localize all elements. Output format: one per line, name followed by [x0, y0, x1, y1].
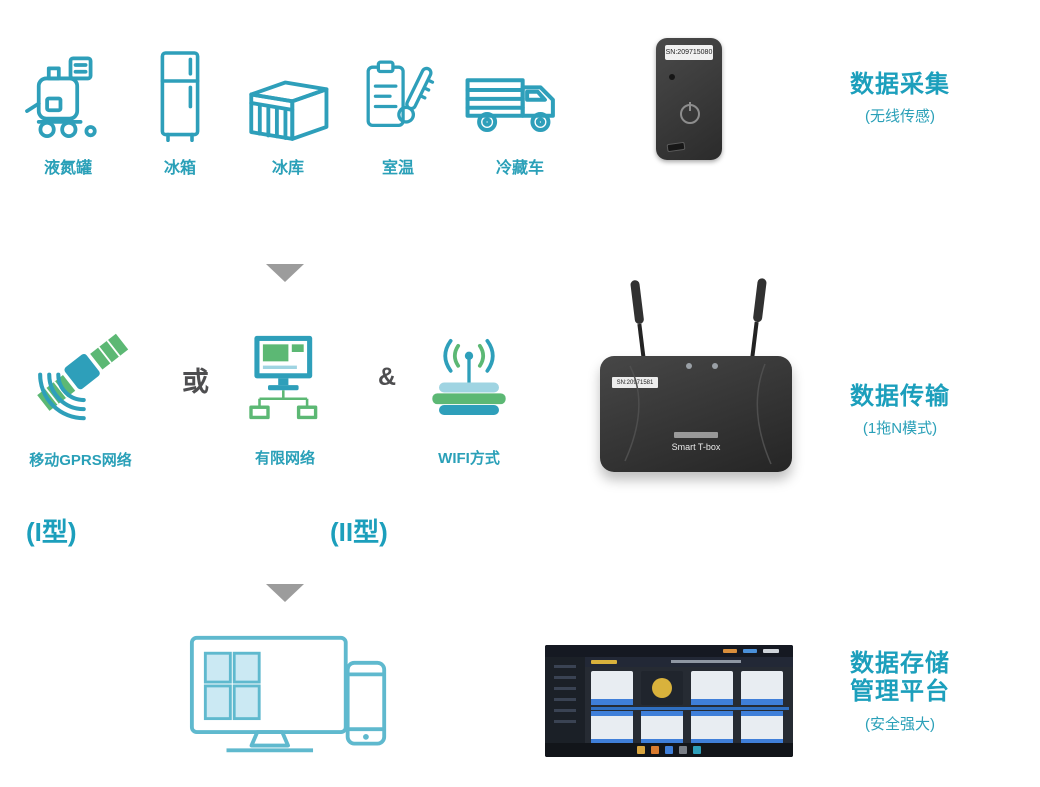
subbar-chip — [591, 660, 617, 664]
tbox-body — [600, 356, 792, 472]
asset-cold-storage: 冰库 — [228, 42, 348, 178]
satellite-icon — [18, 318, 143, 449]
asset-label: 冰库 — [271, 160, 304, 177]
logo-disc — [652, 678, 672, 698]
blue-divider — [591, 707, 789, 710]
transmit-heading-block: 数据传输 (1拖N模式) — [820, 376, 980, 438]
wifi-item: WIFI方式 — [418, 328, 520, 468]
device-sn-sticker: SN:209715080 — [665, 45, 713, 60]
storage-subheading: (安全强大) — [865, 715, 935, 733]
asset-label: 液氮罐 — [43, 160, 92, 177]
led-indicator — [712, 363, 718, 369]
wifi-label: WIFI方式 — [438, 450, 500, 467]
dashboard-card — [591, 711, 633, 745]
down-arrow-icon — [266, 584, 304, 602]
type2-label: (II型) — [330, 517, 388, 547]
dashboard-card — [741, 671, 783, 705]
wireless-sensor-device: SN:209715080 — [656, 38, 722, 160]
gprs-network-label: 移动GPRS网络 — [29, 452, 132, 469]
antenna-icon — [747, 277, 767, 361]
topbar-chip — [743, 649, 757, 653]
usb-port — [666, 141, 686, 153]
down-arrow-icon — [266, 264, 304, 282]
wired-network-label: 有限网络 — [254, 450, 315, 467]
storage-heading-line1: 数据存储 — [850, 650, 950, 677]
fridge-icon — [120, 42, 240, 146]
dashboard-card — [641, 671, 683, 705]
collect-heading: 数据采集 — [850, 71, 950, 98]
collect-subheading: (无线传感) — [865, 108, 935, 125]
asset-label: 冰箱 — [163, 160, 196, 177]
asset-refrigerated-truck: 冷藏车 — [455, 42, 585, 178]
wifi-router-icon — [418, 328, 520, 447]
storage-heading-block: 数据存储 管理平台 (安全强大) — [820, 650, 980, 734]
cold-storage-icon — [228, 42, 348, 146]
truck-icon — [455, 42, 585, 146]
topbar-chip — [763, 649, 779, 653]
device-hole — [669, 74, 675, 80]
topbar-chip — [723, 649, 737, 653]
dashboard-screenshot — [545, 645, 793, 757]
computer-network-icon — [232, 330, 338, 447]
asset-label: 室温 — [381, 160, 414, 177]
subbar-line — [671, 660, 741, 663]
transmit-heading: 数据传输 — [850, 383, 950, 410]
dashboard-card — [641, 711, 683, 745]
or-label: 或 — [182, 367, 209, 397]
led-indicator — [686, 363, 692, 369]
room-temp-icon — [338, 42, 458, 146]
transmit-subheading: (1拖N模式) — [862, 420, 938, 437]
gprs-network-item: 移动GPRS网络 — [18, 318, 143, 470]
dashboard-card — [691, 711, 733, 745]
dashboard-sidebar — [545, 657, 585, 743]
brand-logo — [674, 432, 718, 438]
asset-liquid-nitrogen-tank: 液氮罐 — [8, 42, 128, 178]
device-sn-sticker: SN:20971581 — [612, 377, 658, 388]
card-row — [591, 711, 789, 745]
dashboard-content — [585, 667, 793, 745]
power-button-icon — [680, 102, 700, 124]
asset-label: 冷藏车 — [495, 160, 544, 177]
ampersand-label: & — [378, 363, 397, 391]
dashboard-card — [691, 671, 733, 705]
wired-network-item: 有限网络 — [232, 330, 338, 468]
dashboard-card — [741, 711, 783, 745]
asset-refrigerator: 冰箱 — [120, 42, 240, 178]
dashboard-bottombar — [545, 743, 793, 757]
client-devices-icon — [188, 634, 390, 764]
device-name-label: Smart T-box — [671, 442, 721, 452]
card-row — [591, 671, 789, 705]
storage-heading-line2: 管理平台 — [850, 678, 950, 706]
antenna-icon — [629, 279, 649, 363]
nitrogen-tank-icon — [8, 42, 128, 146]
asset-room-temperature: 室温 — [338, 42, 458, 178]
collect-heading-block: 数据采集 (无线传感) — [820, 64, 980, 126]
dashboard-card — [591, 671, 633, 705]
type1-label: (I型) — [26, 517, 77, 547]
dashboard-topbar — [545, 645, 793, 657]
